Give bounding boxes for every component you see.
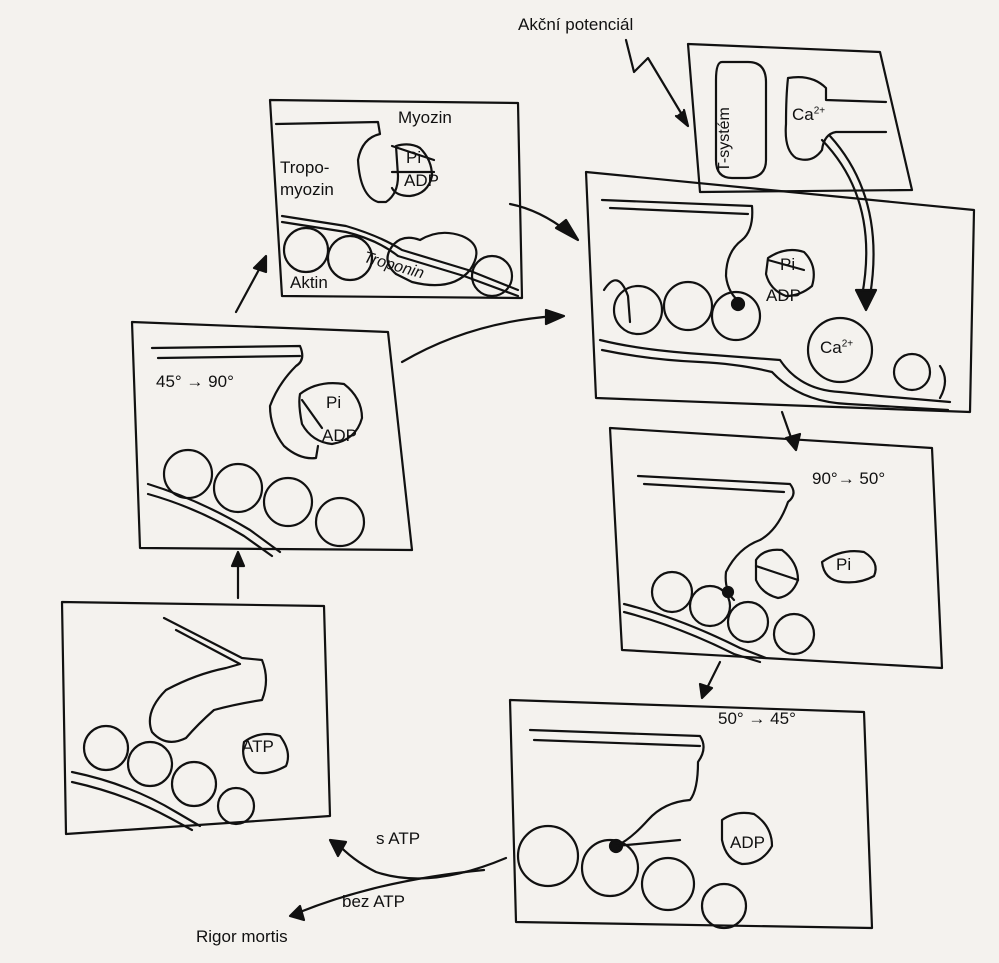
ca-label-panel: Ca2+ bbox=[820, 339, 853, 356]
aktin-label: Aktin bbox=[290, 274, 328, 291]
bez-atp-label: bez ATP bbox=[342, 893, 405, 910]
tropo-label: Tropo- bbox=[280, 159, 329, 176]
panel-50-45 bbox=[510, 700, 872, 928]
s-atp-label: s ATP bbox=[376, 830, 420, 847]
panel-90-50 bbox=[610, 428, 942, 668]
myozin2-label: myozin bbox=[280, 181, 334, 198]
ca-label-top: Ca2+ bbox=[792, 106, 825, 123]
pi-label-released: Pi bbox=[836, 556, 851, 573]
atp-label: ATP bbox=[242, 738, 274, 755]
adp-label-ca: ADP bbox=[766, 287, 801, 304]
angle-90-50-label: 90°→ 50° bbox=[812, 470, 885, 487]
pi-label-ca: Pi bbox=[780, 256, 795, 273]
angle-45-90-label: 45° → 90° bbox=[156, 373, 234, 390]
action-potential-arrow bbox=[626, 40, 684, 118]
angle-50-45-label: 50° → 45° bbox=[718, 710, 796, 727]
adp-label-released: ADP bbox=[730, 834, 765, 851]
adp-label-resting: ADP bbox=[404, 172, 439, 189]
panel-45-90 bbox=[132, 322, 412, 556]
rigor-mortis-label: Rigor mortis bbox=[196, 928, 288, 945]
panel-atp bbox=[62, 602, 330, 834]
pi-label-45-90: Pi bbox=[326, 394, 341, 411]
pi-label-resting: Pi bbox=[406, 149, 421, 166]
action-potential-label: Akční potenciál bbox=[518, 16, 633, 33]
adp-label-45-90: ADP bbox=[322, 427, 357, 444]
t-system-label: T-systém bbox=[717, 107, 733, 172]
myozin-label: Myozin bbox=[398, 109, 452, 126]
